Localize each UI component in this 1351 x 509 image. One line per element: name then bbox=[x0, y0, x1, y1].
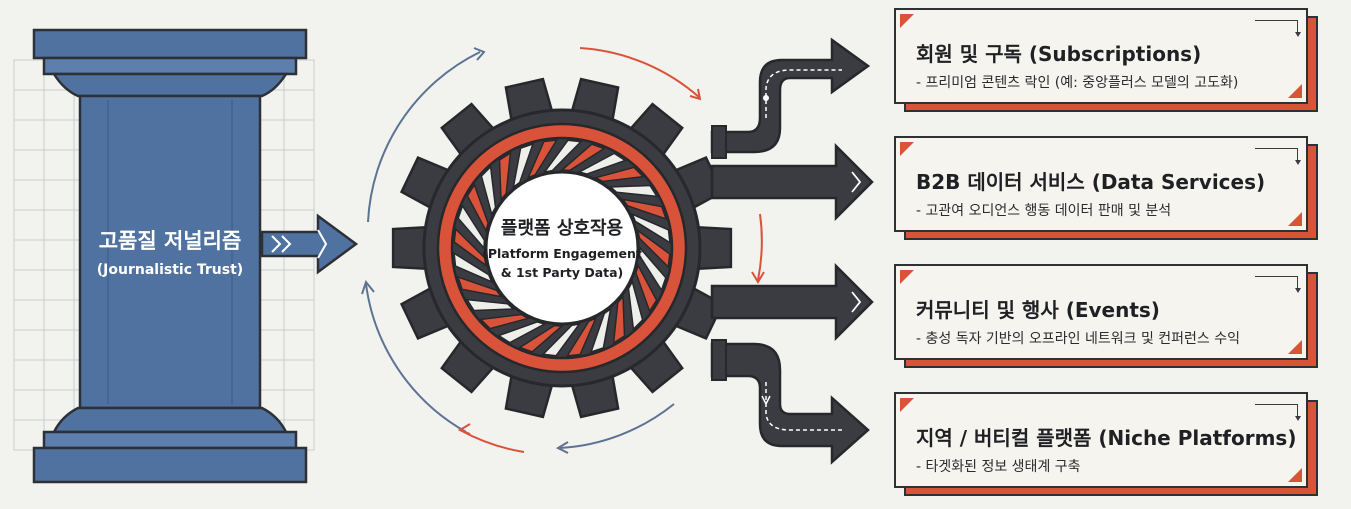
pillar-title: 고품질 저널리즘 bbox=[99, 229, 242, 253]
turbine-blade bbox=[542, 139, 583, 174]
card-face: B2B 데이터 서비스 (Data Services) - 고관여 오디언스 행… bbox=[894, 136, 1308, 232]
card-corner-arrow-icon bbox=[1255, 148, 1301, 165]
turbine-blade bbox=[453, 227, 488, 268]
engine-title: 플랫폼 상호작용 bbox=[501, 218, 623, 239]
card-corner-accent bbox=[1288, 84, 1302, 98]
card-title: 회원 및 구독 (Subscriptions) bbox=[916, 42, 1202, 66]
turbine-blade bbox=[577, 152, 627, 175]
turbine-blade bbox=[589, 307, 612, 354]
input-arrow bbox=[260, 213, 359, 275]
gear-hub bbox=[484, 170, 640, 326]
turbine-blade bbox=[560, 143, 606, 172]
pillar-subtitle: (Journalistic Trust) bbox=[97, 262, 243, 278]
turbine-blade bbox=[621, 198, 668, 221]
turbine-blade bbox=[608, 184, 659, 198]
turbine-blade bbox=[593, 166, 645, 183]
turbine-blade bbox=[627, 279, 644, 331]
revenue-card-data-services: B2B 데이터 서비스 (Data Services) - 고관여 오디언스 행… bbox=[894, 136, 1318, 240]
turbine-blade bbox=[480, 165, 497, 217]
turbine-blade bbox=[456, 275, 503, 298]
cycle-arrows bbox=[361, 47, 765, 454]
revenue-card-niche-platforms: 지역 / 버티컬 플랫폼 (Niche Platforms) - 타겟화된 정보… bbox=[894, 392, 1318, 496]
turbine-blade bbox=[565, 316, 598, 357]
turbine-blade bbox=[518, 324, 564, 353]
card-corner-accent bbox=[1288, 212, 1302, 226]
engine-subtitle-line2: & 1st Party Data) bbox=[501, 265, 624, 280]
card-description: - 타겟화된 정보 생태계 구축 bbox=[916, 459, 1081, 475]
turbine-blade bbox=[457, 204, 486, 250]
engine-subtitle-line1: (Platform Engagement bbox=[482, 246, 642, 261]
pillar bbox=[32, 28, 308, 484]
card-corner-arrow-icon bbox=[1255, 404, 1301, 421]
turbine-blade bbox=[630, 212, 671, 245]
card-corner-accent bbox=[900, 270, 914, 284]
card-corner-arrow-icon bbox=[1255, 276, 1301, 293]
gear-turbine-blades bbox=[453, 139, 671, 357]
turbine-blade bbox=[453, 251, 494, 284]
turbine-blade bbox=[612, 294, 626, 345]
card-description: - 프리미엄 콘텐츠 락인 (예: 중앙플러스 모델의 고도화) bbox=[916, 75, 1239, 91]
output-arrow-4 bbox=[710, 339, 870, 465]
card-corner-accent bbox=[900, 142, 914, 156]
card-title: 커뮤니티 및 행사 (Events) bbox=[916, 298, 1160, 322]
turbine-blade bbox=[498, 151, 512, 202]
output-arrow-2 bbox=[710, 142, 874, 222]
turbine-blade bbox=[526, 139, 559, 180]
turbine-blade bbox=[466, 183, 489, 233]
revenue-card-events: 커뮤니티 및 행사 (Events) - 충성 독자 기반의 오프라인 네트워크… bbox=[894, 264, 1318, 368]
turbine-blade bbox=[638, 246, 667, 292]
turbine-blade bbox=[479, 313, 531, 330]
output-arrow-3 bbox=[710, 262, 874, 342]
card-title: 지역 / 버티컬 플랫폼 (Niche Platforms) bbox=[916, 426, 1297, 450]
card-corner-accent bbox=[900, 398, 914, 412]
turbine-blade bbox=[541, 322, 582, 357]
turbine-blade bbox=[465, 298, 516, 312]
card-corner-accent bbox=[1288, 468, 1302, 482]
card-description: - 충성 독자 기반의 오프라인 네트워크 및 컨퍼런스 수익 bbox=[916, 331, 1241, 347]
card-corner-accent bbox=[1288, 340, 1302, 354]
turbine-blade bbox=[497, 321, 547, 344]
turbine-blade bbox=[636, 228, 671, 269]
turbine-blade bbox=[512, 142, 535, 189]
turbine-blade bbox=[635, 263, 658, 313]
revenue-card-subscriptions: 회원 및 구독 (Subscriptions) - 프리미엄 콘텐츠 락인 (예… bbox=[894, 8, 1318, 112]
card-description: - 고관여 오디언스 행동 데이터 판매 및 분석 bbox=[916, 203, 1172, 219]
card-face: 회원 및 구독 (Subscriptions) - 프리미엄 콘텐츠 락인 (예… bbox=[894, 8, 1308, 104]
card-title: B2B 데이터 서비스 (Data Services) bbox=[916, 170, 1266, 194]
card-corner-accent bbox=[900, 14, 914, 28]
card-face: 커뮤니티 및 행사 (Events) - 충성 독자 기반의 오프라인 네트워크… bbox=[894, 264, 1308, 360]
card-corner-arrow-icon bbox=[1255, 20, 1301, 37]
output-arrow-1 bbox=[710, 37, 871, 159]
card-face: 지역 / 버티컬 플랫폼 (Niche Platforms) - 타겟화된 정보… bbox=[894, 392, 1308, 488]
